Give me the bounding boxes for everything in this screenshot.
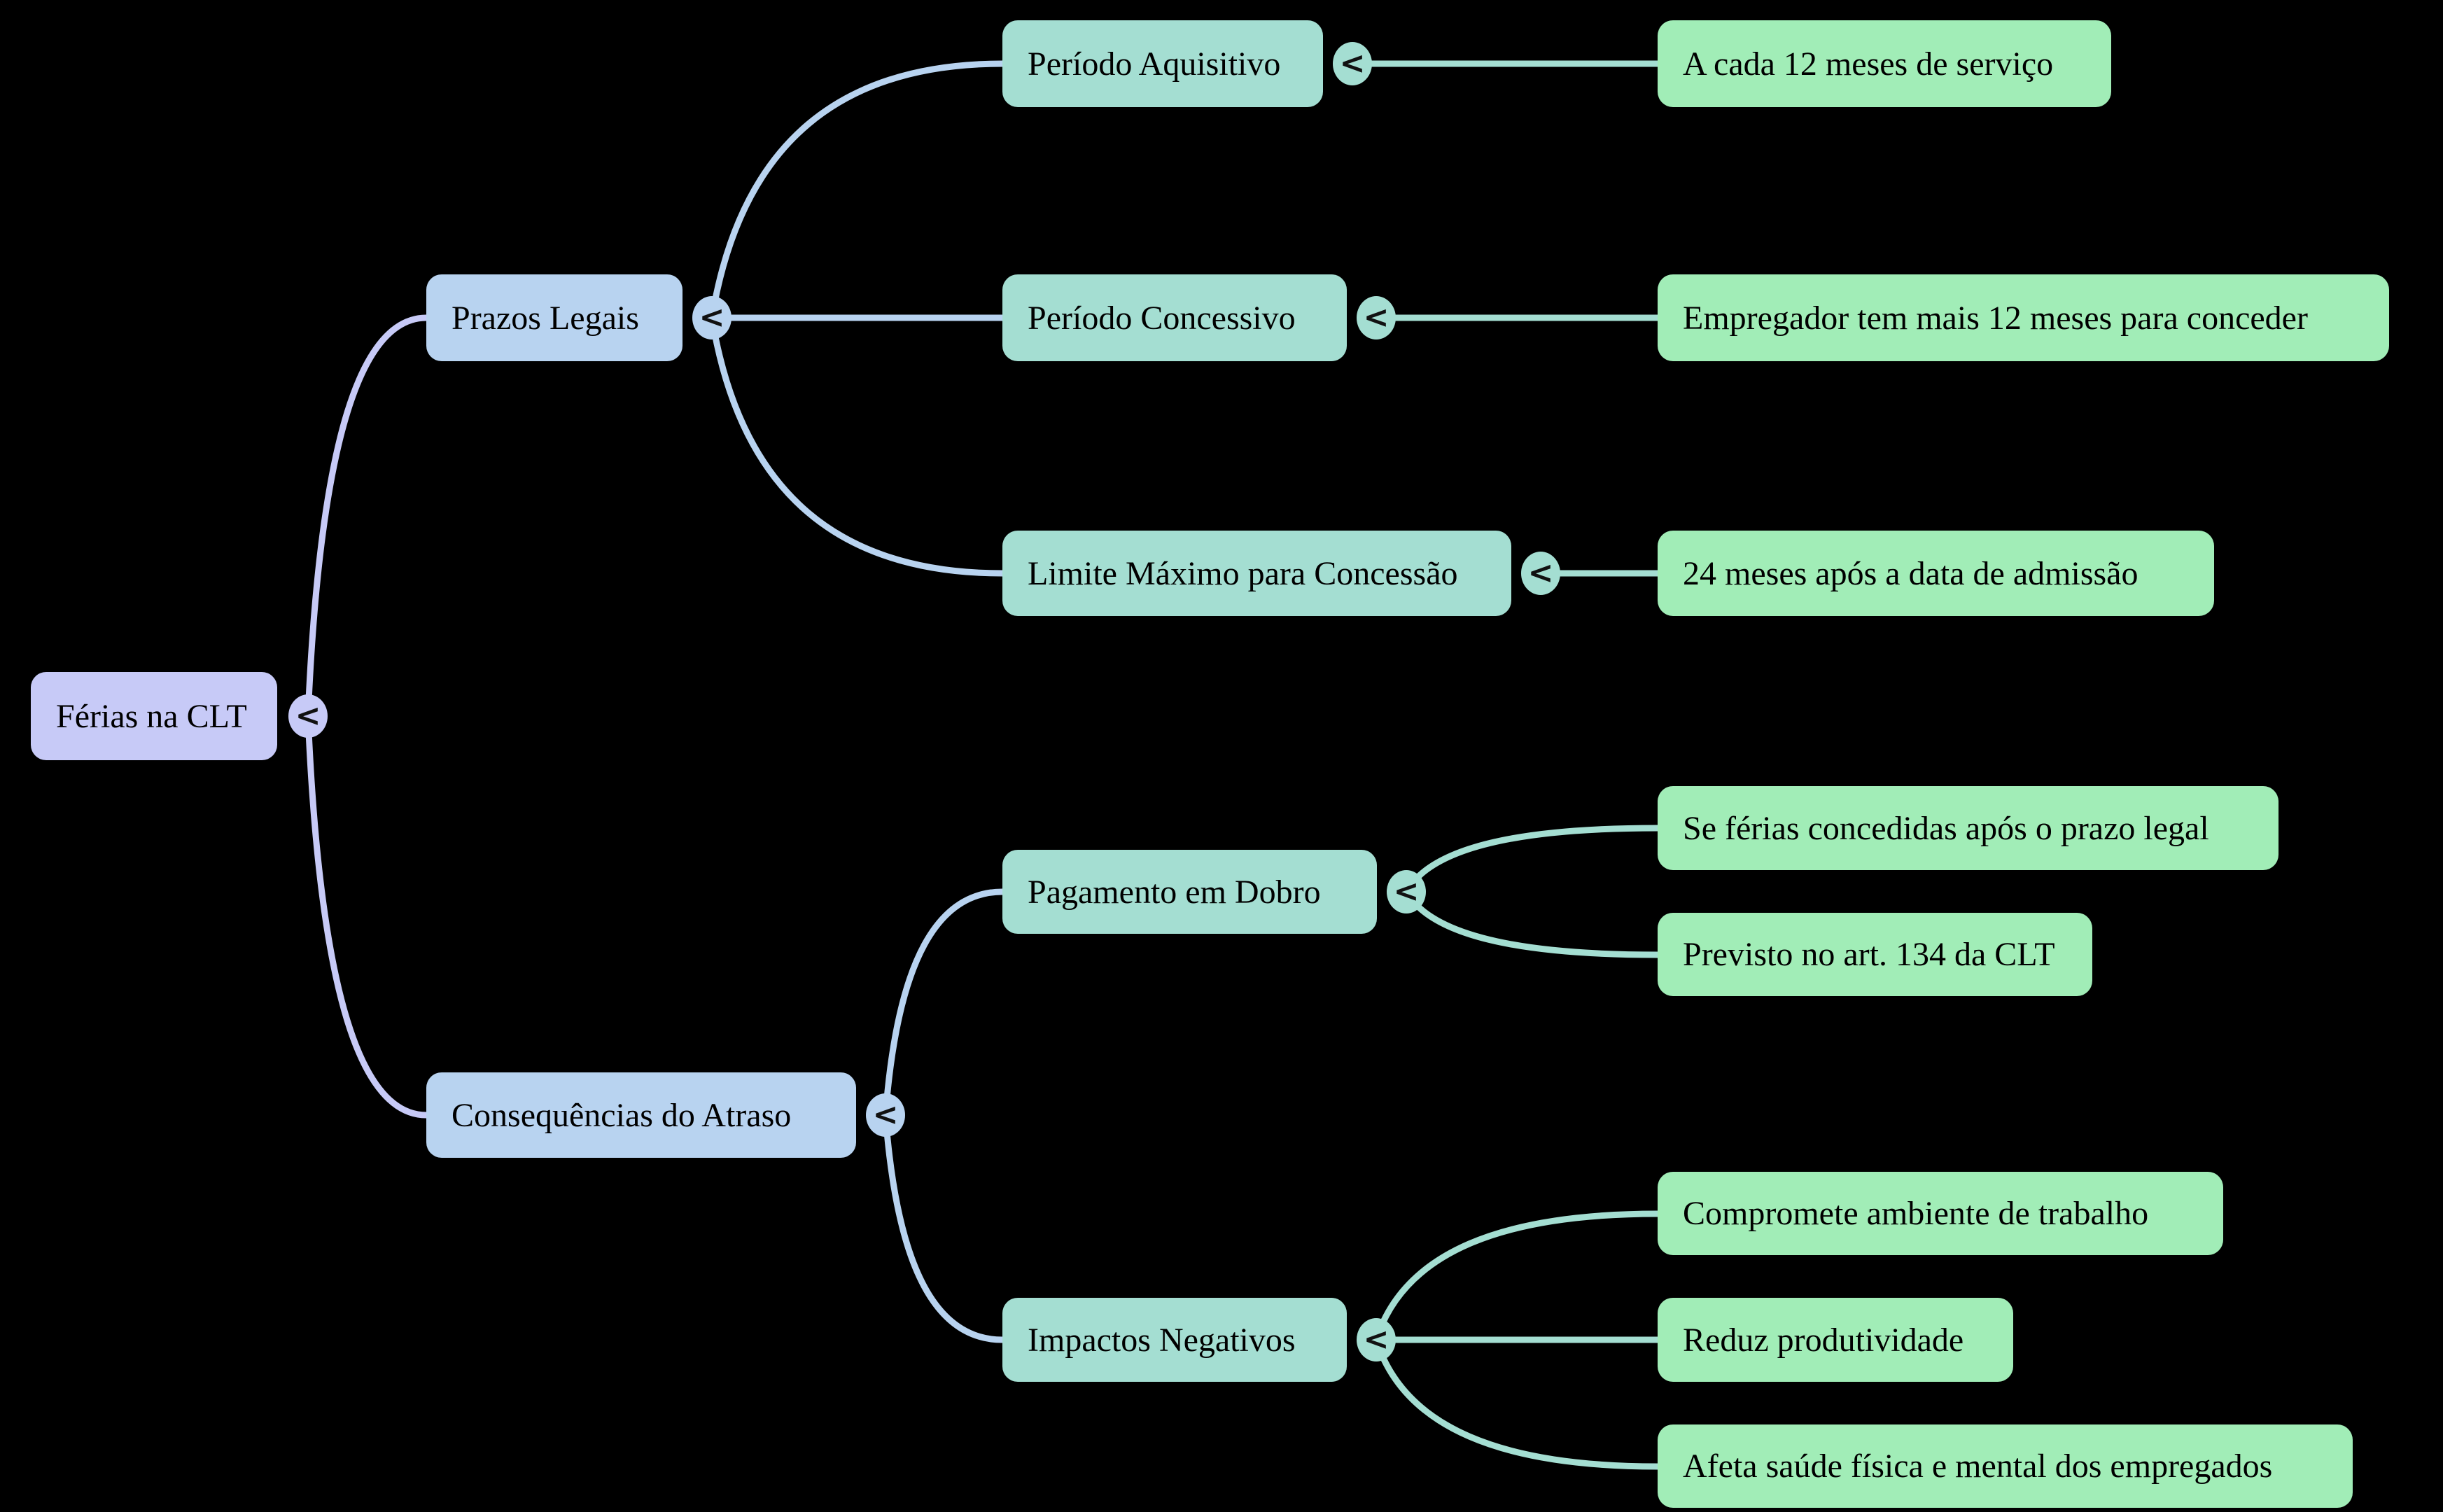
collapse-toggle-periodo-aquisitivo[interactable]: < bbox=[1333, 42, 1372, 85]
node-label: 24 meses após a data de admissão bbox=[1683, 554, 2138, 592]
node-ferias-na-clt[interactable]: Férias na CLT bbox=[31, 672, 277, 760]
link-root-consequencias bbox=[304, 713, 430, 1119]
chevron-left-icon: < bbox=[1527, 555, 1554, 591]
collapse-toggle-prazos-legais[interactable]: < bbox=[692, 296, 732, 340]
chevron-left-icon: < bbox=[1339, 46, 1366, 81]
node-24-meses-apos-admissao[interactable]: 24 meses após a data de admissão bbox=[1658, 531, 2214, 616]
collapse-toggle-periodo-concessivo[interactable]: < bbox=[1357, 296, 1396, 340]
node-label: Prazos Legais bbox=[451, 299, 639, 337]
node-prazos-legais[interactable]: Prazos Legais bbox=[426, 274, 682, 361]
node-reduz-produtividade[interactable]: Reduz produtividade bbox=[1658, 1298, 2013, 1382]
collapse-toggle-consequencias[interactable]: < bbox=[866, 1093, 905, 1137]
node-afeta-saude[interactable]: Afeta saúde física e mental dos empregad… bbox=[1658, 1424, 2353, 1508]
link-consequencias-impactos bbox=[882, 1112, 1006, 1343]
node-periodo-concessivo[interactable]: Período Concessivo bbox=[1002, 274, 1347, 361]
node-compromete-ambiente[interactable]: Compromete ambiente de trabalho bbox=[1658, 1172, 2223, 1255]
node-label: Consequências do Atraso bbox=[451, 1096, 792, 1134]
collapse-toggle-ferias-na-clt[interactable]: < bbox=[288, 694, 328, 738]
chevron-left-icon: < bbox=[1393, 874, 1420, 909]
node-se-ferias-apos-prazo[interactable]: Se férias concedidas após o prazo legal bbox=[1658, 786, 2278, 870]
node-label: Afeta saúde física e mental dos empregad… bbox=[1683, 1448, 2273, 1485]
link-pagamento-seferias bbox=[1403, 825, 1661, 895]
node-previsto-art-134[interactable]: Previsto no art. 134 da CLT bbox=[1658, 913, 2092, 996]
node-label: Empregador tem mais 12 meses para conced… bbox=[1683, 299, 2308, 337]
node-label: Férias na CLT bbox=[56, 697, 247, 735]
node-label: Pagamento em Dobro bbox=[1028, 873, 1321, 911]
node-label: Previsto no art. 134 da CLT bbox=[1683, 936, 2055, 973]
node-periodo-aquisitivo[interactable]: Período Aquisitivo bbox=[1002, 20, 1323, 107]
node-label: Impactos Negativos bbox=[1028, 1321, 1296, 1359]
chevron-left-icon: < bbox=[699, 300, 725, 335]
link-prazos-periodo-aquisitivo bbox=[708, 60, 1006, 321]
collapse-toggle-pagamento-em-dobro[interactable]: < bbox=[1387, 870, 1426, 913]
chevron-left-icon: < bbox=[1363, 1322, 1390, 1357]
node-a-cada-12-meses[interactable]: A cada 12 meses de serviço bbox=[1658, 20, 2111, 107]
link-pagamento-previsto bbox=[1403, 888, 1661, 958]
node-label: Se férias concedidas após o prazo legal bbox=[1683, 809, 2209, 847]
node-label: Período Aquisitivo bbox=[1028, 45, 1281, 83]
link-root-prazos-legais bbox=[304, 314, 430, 720]
node-label: A cada 12 meses de serviço bbox=[1683, 45, 2054, 83]
node-limite-maximo-concessao[interactable]: Limite Máximo para Concessão bbox=[1002, 531, 1511, 616]
node-empregador-12-meses[interactable]: Empregador tem mais 12 meses para conced… bbox=[1658, 274, 2389, 361]
node-label: Reduz produtividade bbox=[1683, 1321, 1964, 1359]
node-pagamento-em-dobro[interactable]: Pagamento em Dobro bbox=[1002, 850, 1377, 934]
chevron-left-icon: < bbox=[872, 1097, 899, 1133]
node-label: Período Concessivo bbox=[1028, 299, 1296, 337]
node-label: Compromete ambiente de trabalho bbox=[1683, 1195, 2149, 1232]
node-impactos-negativos[interactable]: Impactos Negativos bbox=[1002, 1298, 1347, 1382]
link-impactos-compromete bbox=[1373, 1210, 1661, 1343]
node-consequencias-do-atraso[interactable]: Consequências do Atraso bbox=[426, 1072, 856, 1158]
link-consequencias-pagamento bbox=[882, 888, 1006, 1119]
collapse-toggle-impactos-negativos[interactable]: < bbox=[1357, 1318, 1396, 1362]
node-label: Limite Máximo para Concessão bbox=[1028, 554, 1458, 592]
chevron-left-icon: < bbox=[295, 698, 321, 734]
link-impactos-afeta bbox=[1373, 1336, 1661, 1470]
collapse-toggle-limite-maximo[interactable]: < bbox=[1521, 552, 1560, 595]
link-prazos-limite-maximo bbox=[708, 314, 1006, 577]
chevron-left-icon: < bbox=[1363, 300, 1390, 335]
